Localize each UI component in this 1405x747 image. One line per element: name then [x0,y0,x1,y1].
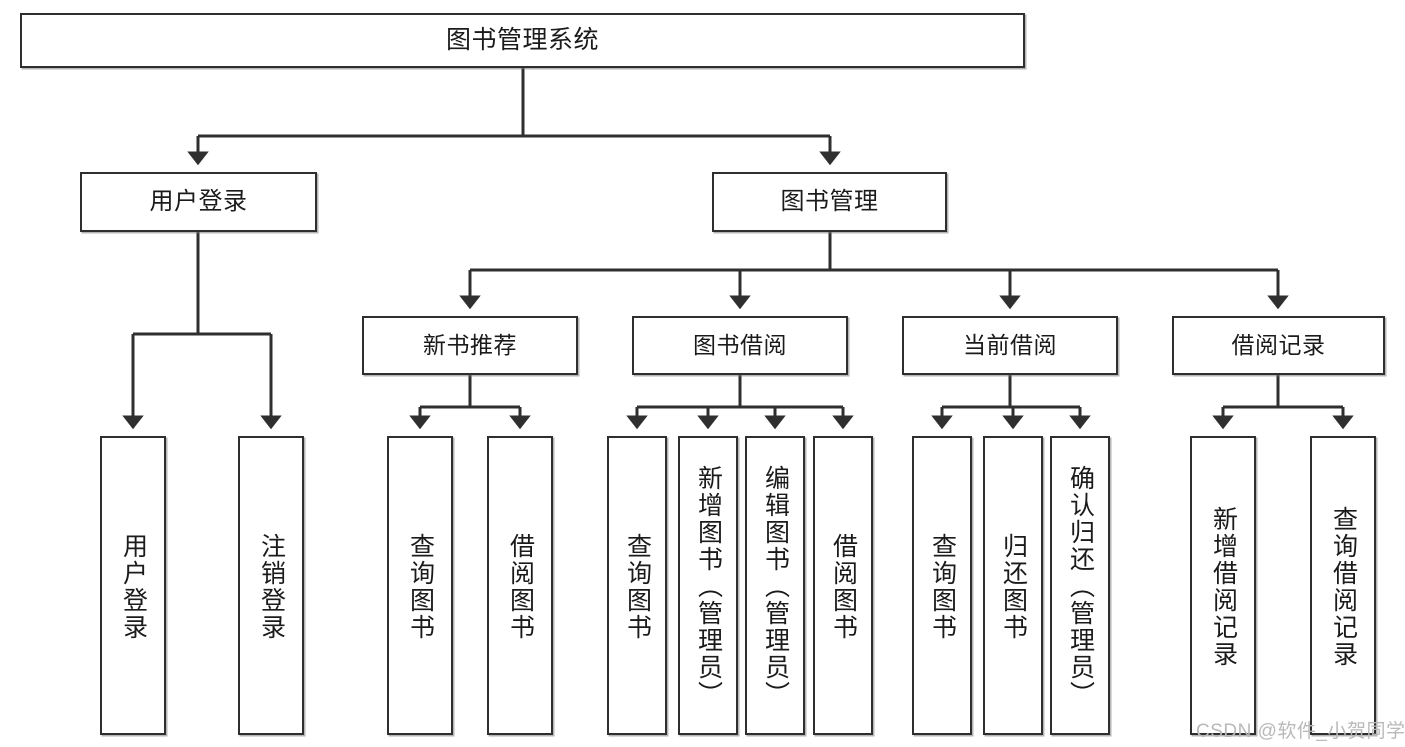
node-leaf-query-book-3[interactable]: 查询图书 [912,436,972,735]
node-leaf-query-borrow-record[interactable]: 查询借阅记录 [1310,436,1376,735]
node-leaf-borrow-book-2-label: 借阅图书 [829,532,858,641]
node-leaf-borrow-book-2[interactable]: 借阅图书 [813,436,873,735]
node-leaf-query-book-2-label: 查询图书 [623,532,652,641]
node-leaf-user-login-label: 用户登录 [119,532,148,641]
node-leaf-user-login[interactable]: 用户登录 [100,436,166,735]
node-leaf-query-borrow-record-label: 查询借阅记录 [1329,505,1358,668]
node-leaf-query-book-1[interactable]: 查询图书 [387,436,453,735]
node-leaf-borrow-book-1-label: 借阅图书 [506,532,535,641]
node-user-login-label: 用户登录 [149,187,248,215]
csdn-watermark: CSDN @软件_小贺同学 [1196,721,1405,742]
node-leaf-query-book-3-label: 查询图书 [928,532,957,641]
node-book-manage-label: 图书管理 [780,187,879,215]
node-book-borrow-label: 图书借阅 [693,331,787,358]
node-leaf-add-book-admin[interactable]: 新增图书（管理员） [678,436,738,735]
node-leaf-return-book-label: 归还图书 [999,532,1028,641]
node-leaf-edit-book-admin-label: 编辑图书（管理员） [761,465,790,708]
node-leaf-logout-login-label: 注销登录 [257,532,286,641]
node-leaf-return-book[interactable]: 归还图书 [983,436,1043,735]
node-user-login[interactable]: 用户登录 [80,172,317,232]
node-root[interactable]: 图书管理系统 [20,13,1025,68]
node-leaf-query-book-2[interactable]: 查询图书 [607,436,667,735]
node-current-borrow[interactable]: 当前借阅 [902,316,1118,375]
node-leaf-add-borrow-record-label: 新增借阅记录 [1209,505,1238,668]
node-root-label: 图书管理系统 [445,25,599,54]
node-borrow-record[interactable]: 借阅记录 [1172,316,1385,375]
node-leaf-add-borrow-record[interactable]: 新增借阅记录 [1190,436,1256,735]
node-new-book-recommend-label: 新书推荐 [423,331,517,358]
node-leaf-add-book-admin-label: 新增图书（管理员） [694,465,723,708]
node-leaf-borrow-book-1[interactable]: 借阅图书 [487,436,553,735]
node-new-book-recommend[interactable]: 新书推荐 [362,316,578,375]
node-leaf-confirm-return-admin[interactable]: 确认归还（管理员） [1050,436,1110,735]
node-leaf-confirm-return-admin-label: 确认归还（管理员） [1066,465,1095,708]
node-book-borrow[interactable]: 图书借阅 [632,316,848,375]
node-leaf-query-book-1-label: 查询图书 [406,532,435,641]
node-leaf-edit-book-admin[interactable]: 编辑图书（管理员） [745,436,805,735]
node-borrow-record-label: 借阅记录 [1231,331,1326,358]
node-leaf-logout-login[interactable]: 注销登录 [238,436,304,735]
node-book-manage[interactable]: 图书管理 [712,172,947,232]
node-current-borrow-label: 当前借阅 [963,331,1057,358]
